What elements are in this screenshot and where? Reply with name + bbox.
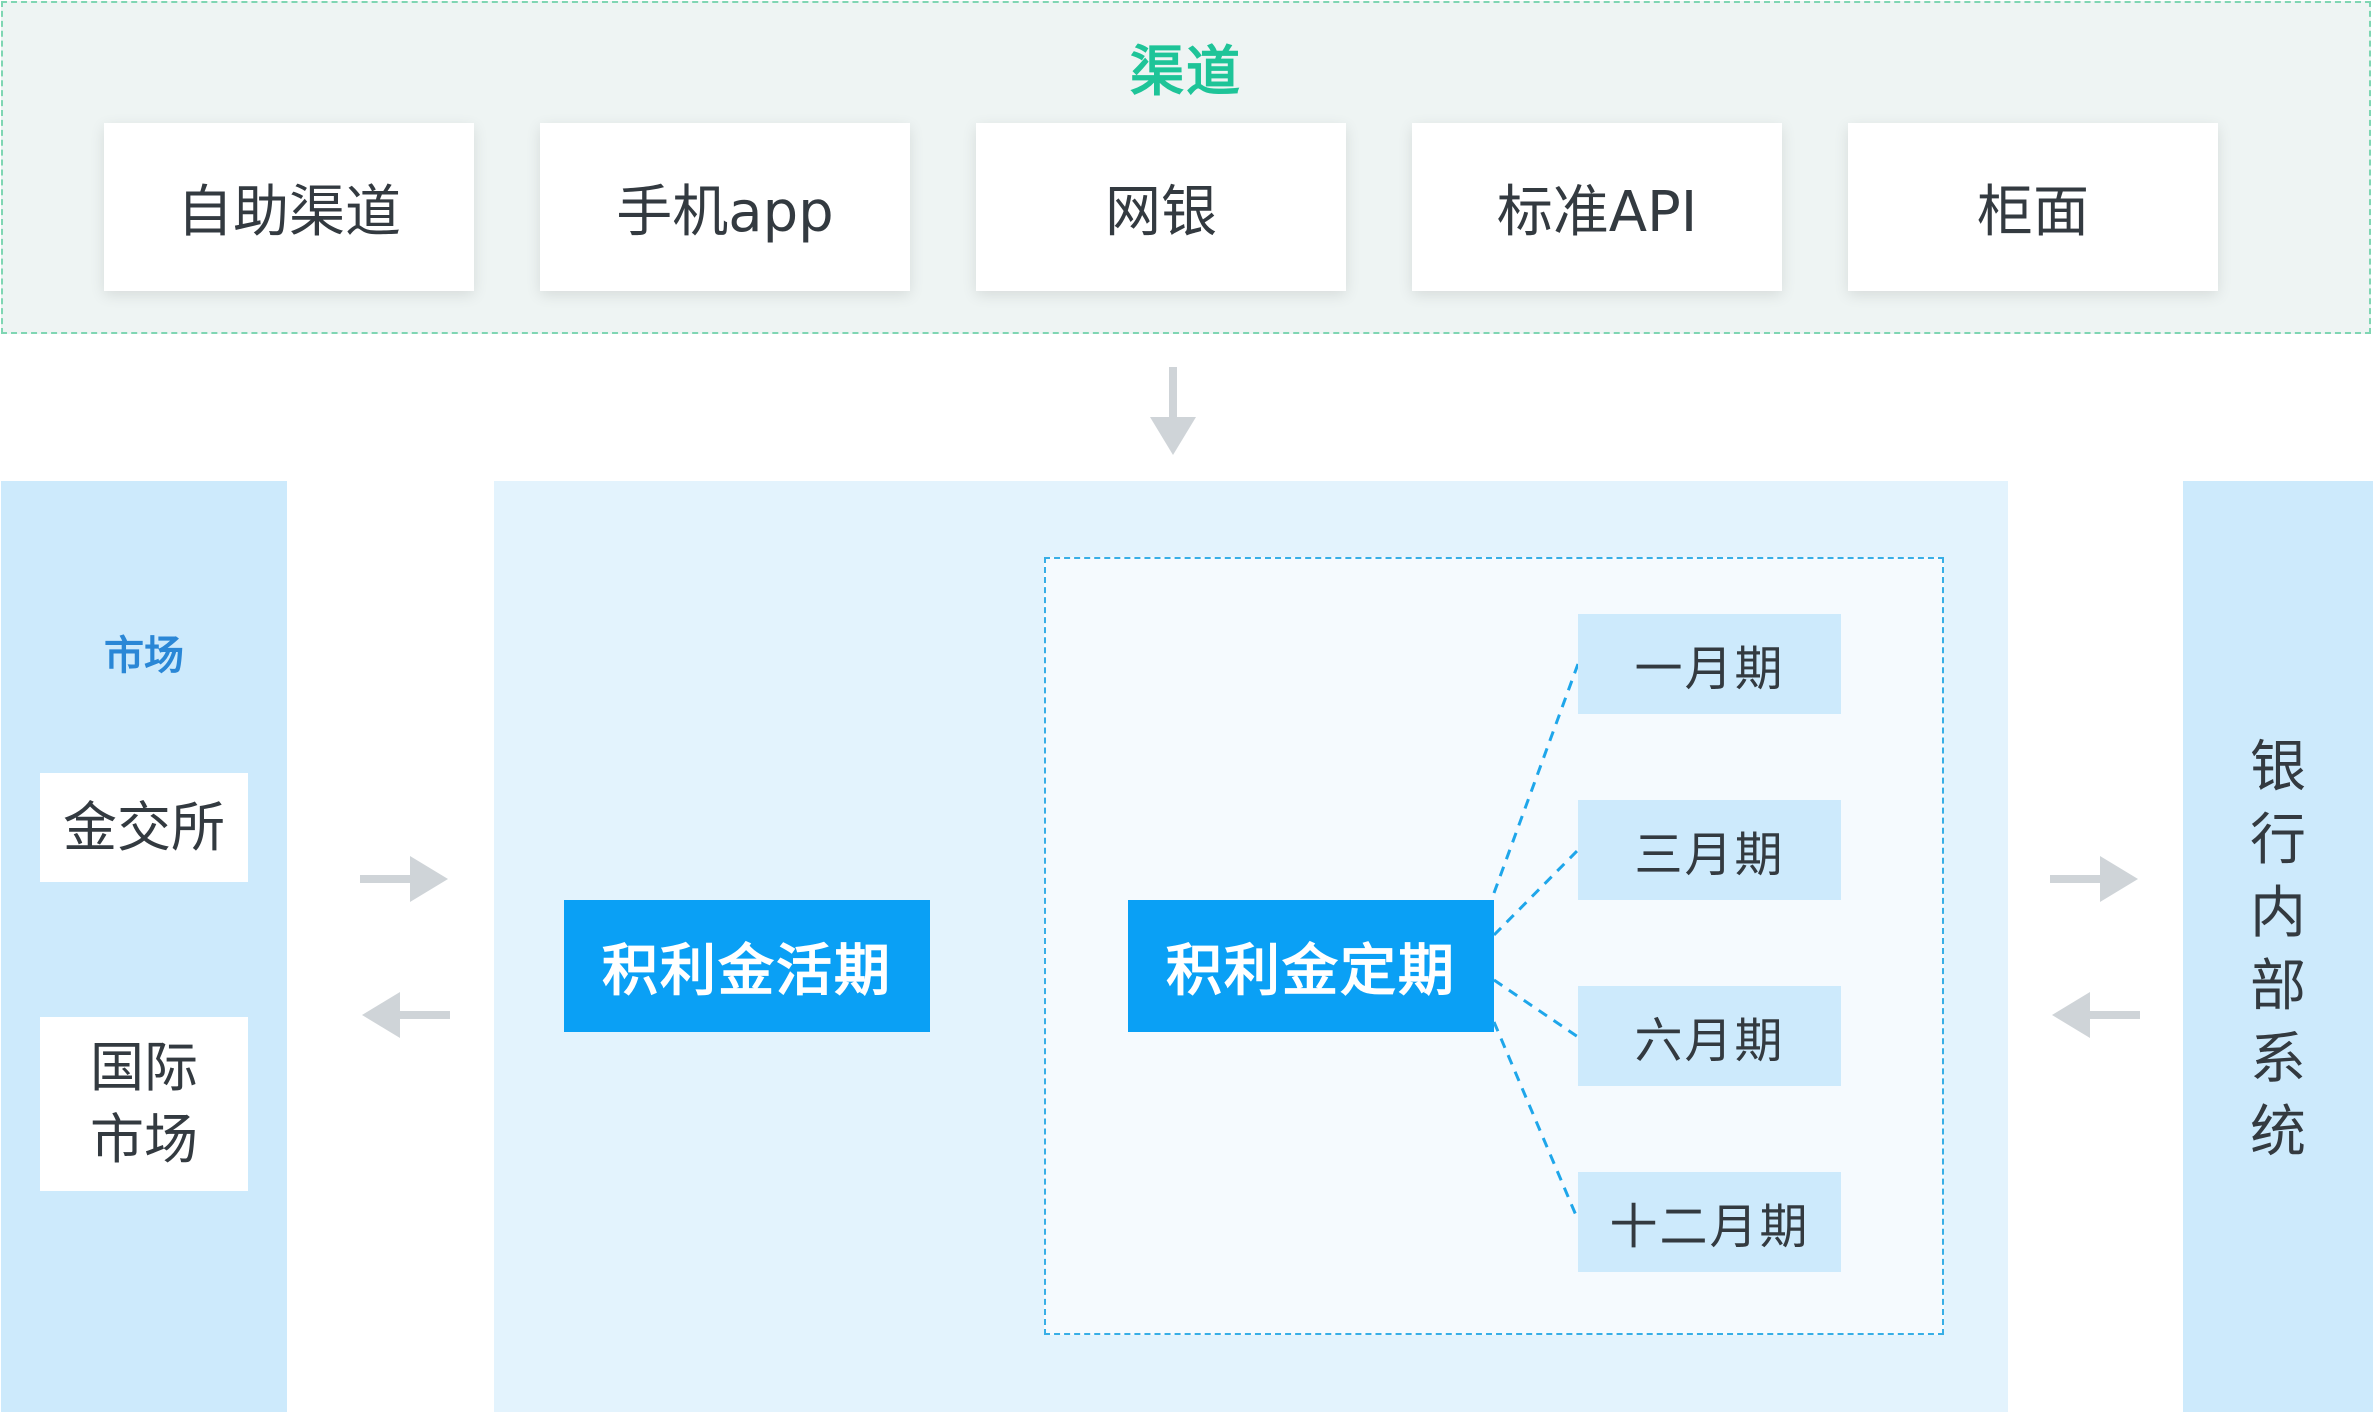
right-arrow-icon [360,854,450,904]
channel-title: 渠道 [1130,40,1242,103]
left-arrow-icon [2050,990,2140,1040]
channel-counter[interactable]: 柜面 [1848,123,2218,291]
right-arrow-icon [2050,854,2140,904]
fixed-deposit-button[interactable]: 积利金定期 [1128,900,1494,1032]
term-one-month[interactable]: 一月期 [1578,614,1841,714]
bank-system-title: 银行内部系统 [2250,735,2306,1165]
channel-mobile-app[interactable]: 手机app [540,123,910,291]
current-deposit-button[interactable]: 积利金活期 [564,900,930,1032]
left-arrow-icon [360,990,450,1040]
market-column: 市场 金交所 国际 市场 [1,481,287,1412]
term-three-months[interactable]: 三月期 [1578,800,1841,900]
market-international[interactable]: 国际 市场 [40,1017,248,1191]
term-twelve-months[interactable]: 十二月期 [1578,1172,1841,1272]
term-six-months[interactable]: 六月期 [1578,986,1841,1086]
channel-self-service[interactable]: 自助渠道 [104,123,474,291]
channel-standard-api[interactable]: 标准API [1412,123,1782,291]
market-gold-exchange[interactable]: 金交所 [40,773,248,882]
market-title: 市场 [104,633,184,679]
down-arrow-icon [1146,367,1200,457]
channel-online-banking[interactable]: 网银 [976,123,1346,291]
bank-system-column: 银行内部系统 [2183,481,2373,1412]
